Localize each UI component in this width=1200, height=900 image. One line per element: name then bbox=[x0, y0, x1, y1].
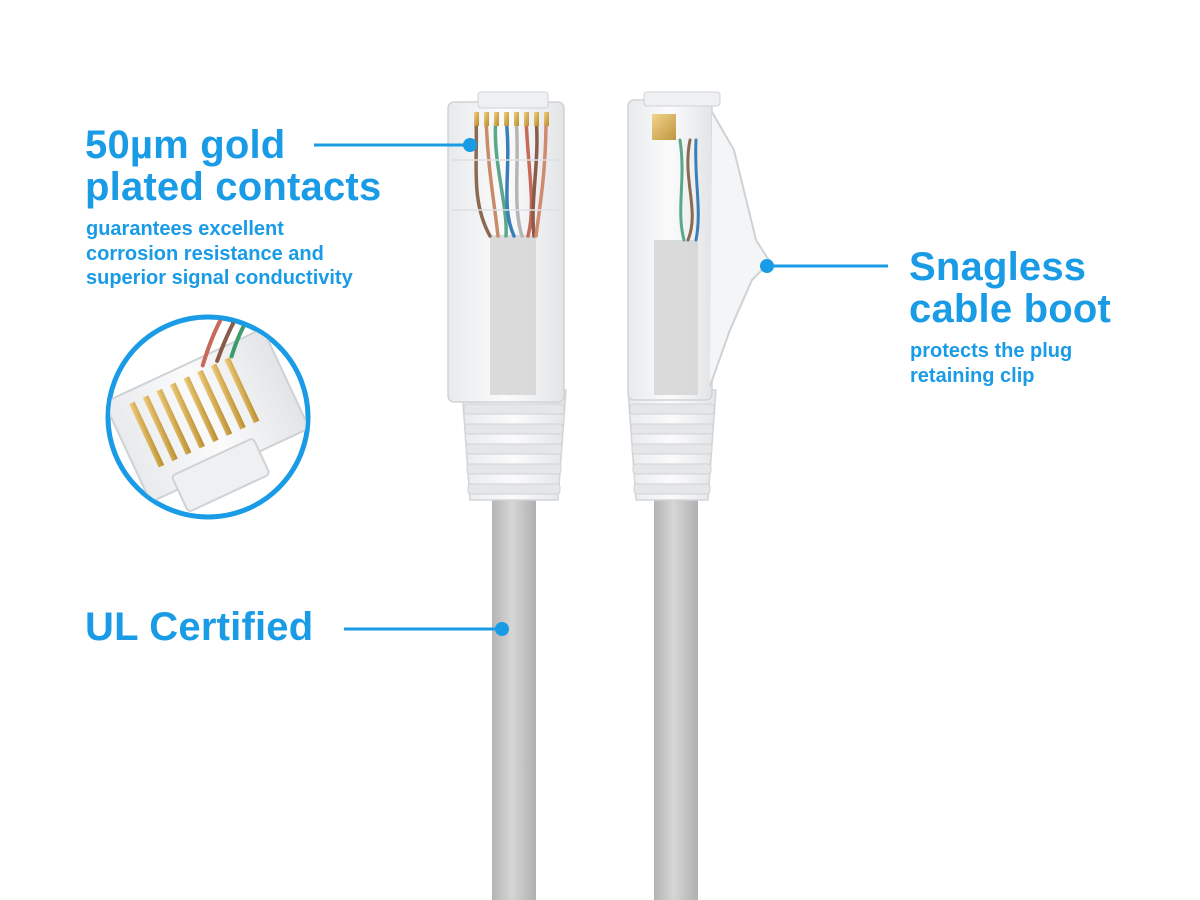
snagless-boot-desc-line-2: retaining clip bbox=[910, 364, 1035, 387]
gold-contacts-heading-line-1: 50µm gold bbox=[85, 123, 286, 167]
right-cable bbox=[627, 91, 772, 900]
gold-contacts-heading: 50µm gold plated contacts bbox=[85, 124, 415, 208]
ul-certified-heading: UL Certified bbox=[85, 605, 314, 649]
snagless-boot-heading: Snagless cable boot bbox=[909, 246, 1169, 330]
callout-leaders bbox=[314, 138, 888, 636]
snagless-boot-heading-line-1: Snagless bbox=[909, 245, 1087, 289]
gold-contacts-dot bbox=[463, 138, 477, 152]
gold-contacts-heading-line-2: plated contacts bbox=[85, 165, 382, 209]
snagless-boot-desc-line-1: protects the plug bbox=[910, 340, 1073, 362]
left-cable-boot bbox=[461, 389, 567, 501]
gold-contacts-description: guarantees excellent corrosion resistanc… bbox=[86, 217, 406, 291]
left-cable bbox=[447, 91, 567, 900]
right-cable-boot bbox=[627, 389, 717, 501]
gold-contacts-desc-line-2: corrosion resistance and bbox=[86, 242, 324, 265]
contacts-zoom-inset bbox=[105, 314, 311, 520]
snagless-boot-dot bbox=[760, 259, 774, 273]
snagless-boot-heading-line-2: cable boot bbox=[909, 287, 1112, 331]
gold-contacts-desc-line-3: superior signal conductivity bbox=[86, 267, 353, 289]
left-cable-jacket bbox=[492, 500, 536, 900]
snagless-boot-description: protects the plug retaining clip bbox=[910, 339, 1130, 388]
right-cable-jacket bbox=[654, 500, 698, 900]
right-rj45-plug bbox=[627, 91, 772, 401]
ul-certified-dot bbox=[495, 622, 509, 636]
gold-contacts-desc-line-1: guarantees excellent bbox=[86, 218, 284, 240]
left-rj45-plug bbox=[447, 91, 565, 403]
snagless-clip bbox=[709, 111, 772, 387]
